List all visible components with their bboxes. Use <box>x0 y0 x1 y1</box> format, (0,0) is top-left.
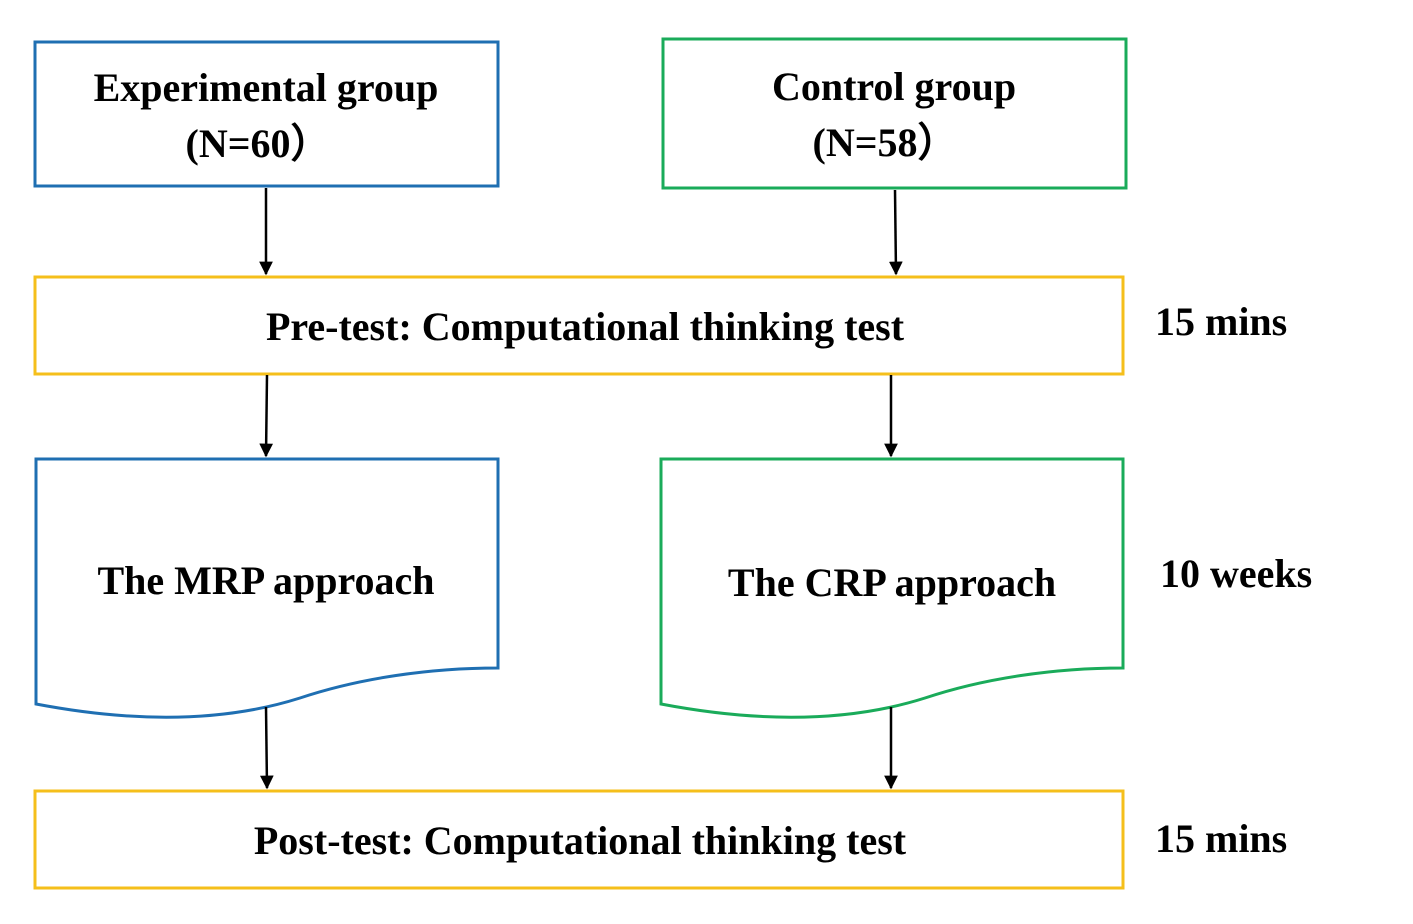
control-group-box <box>661 37 1128 190</box>
control-group-name: Control group <box>772 64 1016 109</box>
pretest-box <box>33 275 1125 376</box>
mrp-approach-label: The MRP approach <box>97 558 434 603</box>
control-group-count: (N=58） <box>813 120 958 165</box>
arrow-pretest-to-mrp <box>259 374 274 458</box>
pretest-label: Pre-test: Computational thinking test <box>266 304 905 349</box>
arrow-control-to-pretest <box>888 189 903 276</box>
posttest-box <box>33 789 1125 890</box>
crp-approach-box <box>659 457 1125 719</box>
experimental-group-count: (N=60） <box>186 121 331 166</box>
crp-approach-label: The CRP approach <box>728 560 1056 605</box>
posttest-label: Post-test: Computational thinking test <box>254 818 907 863</box>
experimental-group-name: Experimental group <box>94 65 439 110</box>
mrp-approach-box <box>34 457 500 719</box>
posttest-duration: 15 mins <box>1155 816 1287 861</box>
pretest-duration: 15 mins <box>1155 299 1287 344</box>
experimental-group-box <box>33 40 500 188</box>
treatment-duration: 10 weeks <box>1160 551 1312 596</box>
arrow-mrp-to-posttest <box>259 706 274 790</box>
